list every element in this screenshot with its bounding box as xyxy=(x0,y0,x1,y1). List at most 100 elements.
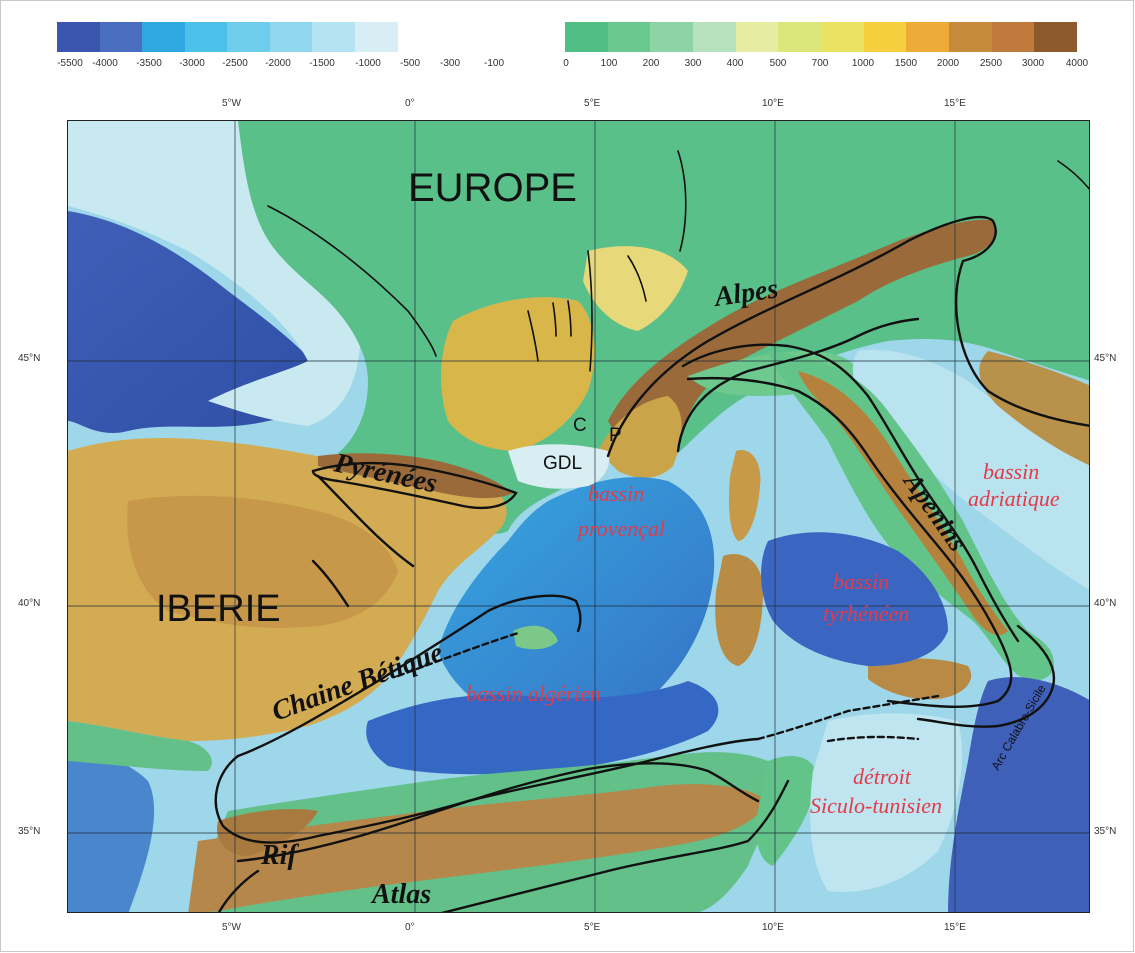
sicily-maghreb-link xyxy=(756,694,940,741)
lon-label-top-15e: 15°E xyxy=(944,98,966,109)
east-fault-line xyxy=(1057,160,1089,190)
atlas-front xyxy=(440,779,790,912)
armorican-fault xyxy=(267,205,437,357)
lat-label-left-35n: 35°N xyxy=(18,826,41,837)
label-detroit-1: détroit xyxy=(853,764,912,789)
sicily-channel-shelf xyxy=(810,713,962,892)
legend-swatch-pos xyxy=(735,22,779,52)
label-p: P xyxy=(609,425,622,446)
legend-swatch-neg xyxy=(99,22,143,52)
europe-land xyxy=(218,121,1089,534)
graticule xyxy=(68,121,1089,912)
tectonic-fronts xyxy=(214,150,1089,912)
legend-swatch-pos xyxy=(991,22,1035,52)
betic-rif-arc xyxy=(214,737,760,844)
legend-label: 200 xyxy=(642,58,660,69)
legend-label: 2000 xyxy=(936,58,960,69)
legend-label: 4000 xyxy=(1065,58,1089,69)
legend-label: 700 xyxy=(811,58,829,69)
legend-swatch-pos xyxy=(1034,22,1078,52)
limagne-fault-2 xyxy=(567,300,572,337)
iberian-chain-fault-1 xyxy=(316,474,415,568)
label-bassin-provencal-2: provençal xyxy=(576,516,665,541)
lat-label-right-35n: 35°N xyxy=(1094,826,1117,837)
rhine-graben-fault xyxy=(677,150,687,252)
legend-label: 3000 xyxy=(1021,58,1045,69)
atlantic-shelf xyxy=(68,121,361,426)
legend-label: -2000 xyxy=(265,58,291,69)
balearic-islands xyxy=(513,625,558,650)
legend-swatch-neg xyxy=(312,22,355,52)
lon-label-top-5e: 5°E xyxy=(584,98,601,109)
sardinia-island xyxy=(715,554,763,666)
rif-tell-front xyxy=(236,762,760,863)
lat-label-left-45n: 45°N xyxy=(18,353,41,364)
alps-apennines-loop xyxy=(681,343,1020,643)
bresse-graben-fault xyxy=(527,310,539,362)
legend-swatch-neg xyxy=(57,22,100,52)
label-bassin-tyrrhenien-1: bassin xyxy=(833,569,889,594)
corsica-island xyxy=(728,450,761,541)
legend-label: -500 xyxy=(399,58,421,69)
legend-label: -3000 xyxy=(179,58,205,69)
legend-swatch-pos xyxy=(906,22,950,52)
lat-label-right-40n: 40°N xyxy=(1094,598,1117,609)
legend-label: 400 xyxy=(726,58,744,69)
label-c: C xyxy=(573,415,587,436)
lon-label-top-0: 0° xyxy=(405,98,415,109)
lon-label-bottom-5e: 5°E xyxy=(584,922,601,933)
iberia-coast-green xyxy=(68,721,212,771)
calabrian-arc xyxy=(916,624,1056,728)
alps-front-outer xyxy=(606,215,1089,458)
balkans-land xyxy=(979,351,1089,466)
legend-swatch-neg xyxy=(227,22,270,52)
chevron-fault-1 xyxy=(627,255,647,302)
gulf-of-lion-shelf xyxy=(508,444,610,489)
pyrenees-mountains xyxy=(318,453,513,499)
lon-label-bottom-0: 0° xyxy=(405,922,415,933)
tyrrhenian-basin xyxy=(761,532,948,666)
label-iberie: IBERIE xyxy=(156,588,281,630)
legend-swatch-neg xyxy=(184,22,228,52)
lon-label-top-5w: 5°W xyxy=(222,98,241,109)
label-gdl: GDL xyxy=(543,453,582,474)
pyrenees-front xyxy=(311,462,518,510)
legend-label: -3500 xyxy=(136,58,162,69)
legend-label: -1500 xyxy=(309,58,335,69)
apennines-front xyxy=(686,376,1013,708)
label-europe: EUROPE xyxy=(408,166,577,210)
legend-label: -2500 xyxy=(222,58,248,69)
alps-front-inner xyxy=(676,317,920,453)
legend-swatch-pos xyxy=(821,22,865,52)
lat-label-left-40n: 40°N xyxy=(18,598,41,609)
legend-label: -5500 xyxy=(57,58,83,69)
atlantic-south xyxy=(68,757,155,912)
legend-label: 0 xyxy=(563,58,569,69)
legend-label: 100 xyxy=(600,58,618,69)
betic-dashed-front xyxy=(396,631,520,678)
label-bassin-adriatique-2: adriatique xyxy=(968,486,1060,511)
legend-swatch-pos xyxy=(693,22,737,52)
legend-label: -100 xyxy=(483,58,505,69)
label-rif: Rif xyxy=(260,840,299,871)
sicily-channel-dashed xyxy=(826,735,920,743)
iberian-chain-fault-2 xyxy=(311,559,350,608)
label-bassin-tyrrhenien-2: tyrhénéen xyxy=(823,601,909,626)
legend-label: 300 xyxy=(684,58,702,69)
lon-label-bottom-5w: 5°W xyxy=(222,922,241,933)
label-atlas: Atlas xyxy=(370,879,431,910)
lat-label-right-45n: 45°N xyxy=(1094,353,1117,364)
legend-label: 500 xyxy=(769,58,787,69)
lon-label-bottom-15e: 15°E xyxy=(944,922,966,933)
label-bassin-provencal-1: bassin xyxy=(588,481,644,506)
rif-mountains xyxy=(217,809,318,856)
legend-swatch-pos xyxy=(565,22,609,52)
legend-swatch-pos xyxy=(607,22,651,52)
tunisia-land xyxy=(756,756,818,866)
label-bassin-adriatique-1: bassin xyxy=(983,459,1039,484)
legend-swatch-neg xyxy=(354,22,398,52)
lon-label-bottom-10e: 10°E xyxy=(762,922,784,933)
rif-atlas-link xyxy=(217,869,260,912)
alps-foothills xyxy=(598,396,682,478)
